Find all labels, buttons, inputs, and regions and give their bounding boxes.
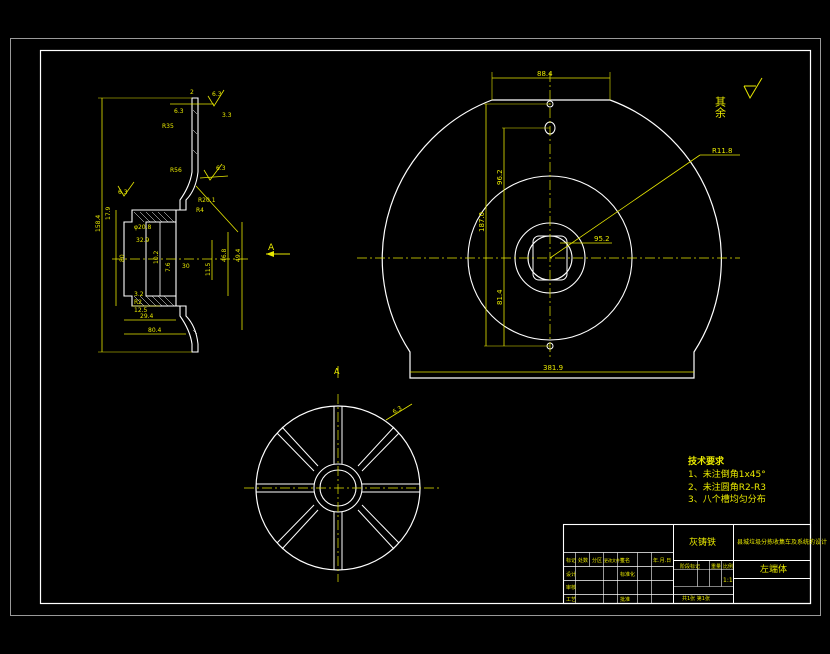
main-dim-v1-text: 96.2 — [496, 169, 504, 185]
notes-item-1: 1、未注倒角1x45° — [688, 468, 766, 480]
side-dim-8: R20.1 — [198, 197, 216, 204]
main-dim-radius-text: R11.8 — [712, 147, 732, 155]
side-dim-4: 3.3 — [222, 112, 232, 119]
main-dim-inner-text: 95.2 — [594, 235, 610, 243]
main-dim-v2-text: 187.0 — [478, 212, 486, 232]
side-dim-13: 80 — [119, 254, 126, 262]
tb-row-2: 分区 — [592, 557, 602, 564]
side-dim-12: 17.9 — [105, 206, 112, 220]
section-marker-left: A — [266, 243, 290, 257]
fan-dim-leader — [385, 403, 413, 421]
side-dim-18: 10.2 — [153, 250, 160, 264]
main-dim-top-text: 88.4 — [537, 70, 553, 78]
side-dim-24: 80.4 — [148, 327, 162, 334]
side-dim-21: 30 — [182, 263, 190, 270]
roughness-label: 其余 — [714, 96, 727, 119]
notes-title: 技术要求 — [688, 455, 725, 467]
tb-row-4: 签名 — [620, 557, 630, 564]
tb-material: 灰铸铁 — [689, 536, 716, 548]
side-leader-r56 — [195, 185, 239, 233]
side-view: 2 6.3 6.3 3.3 R35 R56 6.3 R20.1 R4 158.4… — [95, 89, 250, 353]
fan-slots — [256, 406, 420, 570]
side-roughness-icon-3 — [207, 89, 225, 107]
tb-company: 县城垃圾分拣收集车及系统的设计 — [737, 538, 827, 546]
notes-item-2: 2、未注圆角R2-R3 — [688, 481, 766, 493]
side-dim-23: 29.4 — [140, 313, 154, 320]
tb-checker: 审核 — [566, 584, 576, 591]
tb-row-1: 处数 — [578, 557, 588, 564]
side-leader-roughness — [199, 175, 229, 179]
side-dim-26: R2 — [134, 299, 142, 306]
notes-item-3: 3、八个槽均匀分布 — [688, 493, 766, 505]
tb-stage: 阶段标记 — [680, 563, 700, 570]
side-roughness-icon-2 — [117, 181, 135, 197]
side-dim-1: 2 — [190, 89, 194, 96]
tb-row-0: 标记 — [566, 557, 576, 564]
outer-frame — [10, 38, 821, 616]
side-dim-9: R4 — [196, 207, 204, 214]
tb-process: 工艺 — [566, 597, 576, 603]
side-dim-6: R56 — [170, 167, 182, 174]
side-dim-2: 6.3 — [212, 91, 222, 98]
side-dim-22: 3.2 — [134, 291, 144, 298]
side-dim-7: 6.3 — [216, 165, 226, 172]
main-dim-bottom-text: 381.9 — [543, 364, 563, 372]
section-arrow-head-left — [266, 251, 274, 257]
side-dim-20: 11.5 — [205, 262, 212, 276]
section-marker-left-text: A — [268, 243, 275, 253]
fan-dim-text: 6.3 — [392, 405, 404, 416]
tb-ratio: 比例 — [723, 563, 733, 570]
tb-row-5: 年.月.日 — [653, 557, 671, 564]
side-dim-5: R35 — [162, 123, 174, 130]
side-dim-14: φ20.8 — [134, 224, 152, 231]
fan-view: 6.3 A — [244, 366, 440, 582]
tb-scale: 1:1 — [723, 577, 733, 584]
side-flange — [123, 97, 199, 353]
side-dim-15: 32.9 — [136, 237, 150, 244]
side-dim-3: 6.3 — [174, 108, 184, 115]
side-dim-19: 7.6 — [165, 262, 172, 272]
tb-sheet-info: 共1张 第1张 — [682, 595, 710, 602]
main-dim-v3-text: 81.4 — [496, 289, 504, 305]
tb-part-name: 左端体 — [760, 563, 787, 575]
side-dim-16: 49.4 — [235, 248, 242, 262]
tb-row-3: 更改文件号 — [604, 557, 624, 563]
side-dim-11: 6.3 — [118, 189, 128, 196]
side-dim-10: 158.4 — [95, 215, 102, 232]
tb-approve: 批准 — [620, 596, 630, 603]
main-radius-leader — [549, 154, 701, 259]
section-marker-bottom: A — [334, 367, 340, 376]
main-outer-contour — [381, 99, 722, 379]
title-block: 灰铸铁 县城垃圾分拣收集车及系统的设计 左端体 标记 处数 分区 更改文件号 签… — [562, 523, 827, 605]
technical-notes: 技术要求 1、未注倒角1x45° 2、未注圆角R2-R3 3、八个槽均匀分布 — [688, 455, 766, 505]
sheet-border — [39, 49, 812, 605]
side-roughness-icon — [203, 163, 223, 181]
roughness-icon — [743, 77, 763, 100]
tb-weight: 重量 — [711, 563, 721, 570]
side-dim-25: 12.5 — [134, 307, 148, 314]
tb-standard: 标准化 — [620, 571, 635, 578]
main-view: 88.4 R11.8 95.2 381.9 96.2 187.0 81.4 其余 — [357, 70, 763, 379]
title-block-frame — [562, 523, 812, 605]
side-dim-17: 46.8 — [221, 248, 228, 262]
side-hatching — [133, 109, 198, 335]
tb-designer: 设计 — [566, 571, 576, 578]
